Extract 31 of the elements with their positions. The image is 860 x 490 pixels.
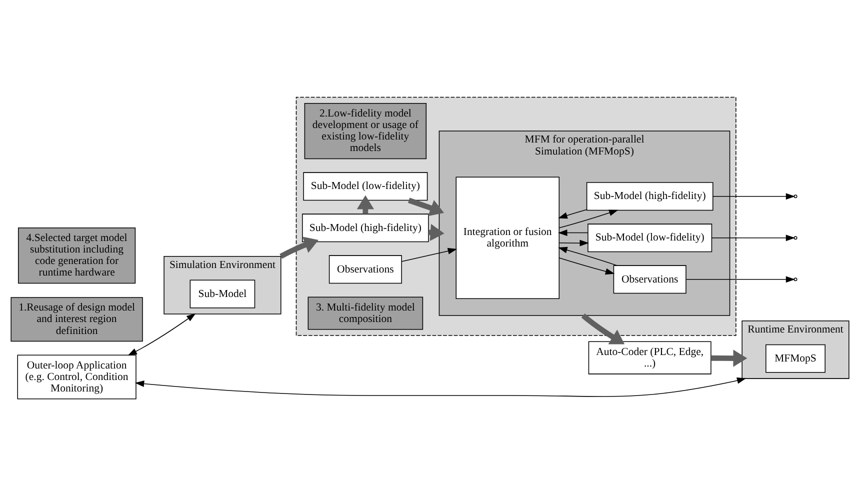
arrow <box>711 350 748 367</box>
arrow <box>558 258 615 275</box>
arrow <box>558 210 618 228</box>
node-box: Sub-Model (low-fidelity) <box>303 172 428 201</box>
node-box: Sub-Model (high-fidelity) <box>302 214 429 242</box>
arrow <box>558 246 618 266</box>
node-box: MFMopS <box>766 344 826 373</box>
node-box: Sub-Model (high-fidelity) <box>586 182 714 211</box>
node-box: Observations <box>613 265 686 294</box>
node-box: 2.Low-fidelity model development or usage of existing low-fidelity models <box>304 103 427 160</box>
cluster <box>296 96 736 336</box>
node-box: Integration or fusion algorithm <box>456 176 560 299</box>
node-box: Outer-loop Application (e.g. Control, Condition Monitoring) <box>17 354 136 400</box>
arrow <box>558 209 587 219</box>
arrow <box>558 230 588 236</box>
arrow <box>712 193 796 200</box>
node-box: 3. Multi-fidelity model composition <box>308 296 424 330</box>
arrow <box>134 377 746 397</box>
node-box: 1.Reusage of design model and interest region definition <box>10 297 143 342</box>
node-box: Auto-Coder (PLC, Edge, ...) <box>588 341 712 374</box>
arrow <box>128 313 196 356</box>
arrow <box>558 240 589 246</box>
arrow <box>711 234 796 242</box>
node-box: Observations <box>328 255 402 284</box>
node-box: 4.Selected target model substitution including code generation for runtime hardware <box>18 228 136 284</box>
arrow <box>408 198 444 216</box>
node-box: Sub-Model <box>190 280 256 308</box>
arrow <box>280 236 319 259</box>
arrow <box>401 248 458 262</box>
node-box: Sub-Model (low-fidelity) <box>588 224 712 252</box>
arrow <box>686 276 796 283</box>
